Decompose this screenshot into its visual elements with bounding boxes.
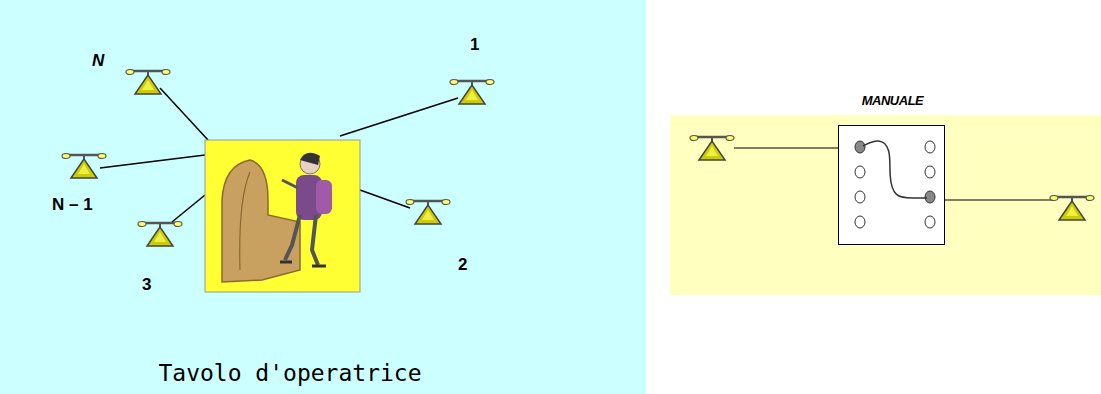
phone-label: 3 — [142, 276, 151, 293]
phone-label: 2 — [458, 256, 467, 273]
panel-title: MANUALE — [862, 94, 924, 107]
phone-label: N – 1 — [52, 196, 93, 213]
phone-label: 1 — [470, 36, 479, 53]
panel-background — [670, 115, 1101, 295]
switchboard-panel: MANUALE — [838, 125, 945, 245]
jack-field — [839, 126, 946, 246]
operator-illustration — [205, 140, 360, 292]
panel-background — [0, 0, 646, 394]
phone-label: N — [92, 52, 104, 69]
caption: Tavolo d'operatrice — [158, 362, 421, 385]
